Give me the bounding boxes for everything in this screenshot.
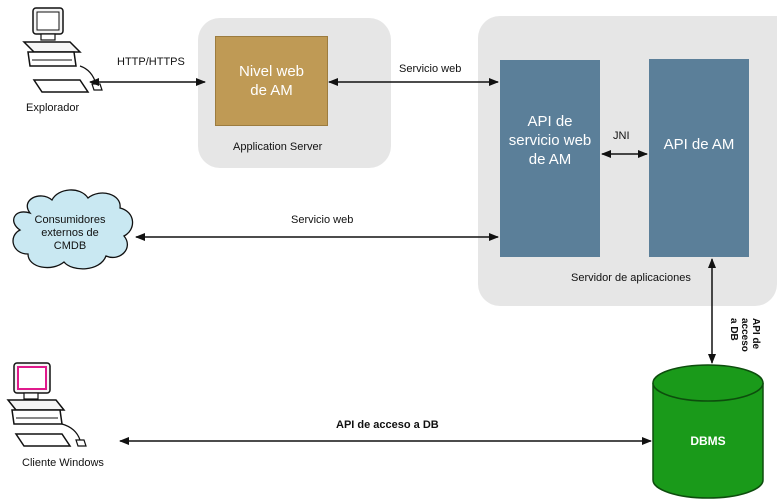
database-cylinder-icon [652, 364, 764, 499]
windows-client-caption: Cliente Windows [22, 457, 104, 469]
browser-caption: Explorador [26, 102, 80, 114]
jni-label: JNI [613, 130, 630, 142]
app-server-caption: Application Server [233, 141, 323, 153]
app-servers-caption: Servidor de aplicaciones [571, 272, 691, 284]
ws-api-label: API de servicio web de AM [508, 113, 592, 168]
cmdb-consumers-label: Consumidores externos de CMDB [34, 214, 106, 252]
am-api-label: API de AM [663, 136, 735, 153]
http-https-label: HTTP/HTTPS [117, 56, 185, 68]
web-service-top-label: Servicio web [399, 63, 462, 75]
db-access-bottom-label: API de acceso a DB [336, 419, 439, 431]
web-tier-label: Nivel web de AM [238, 63, 305, 99]
ws-api-block: API de servicio web de AM [500, 60, 600, 257]
cloud-icon [12, 189, 134, 270]
dbms-label: DBMS [690, 434, 726, 448]
am-api-block: API de AM [649, 59, 749, 257]
computer-icon [22, 7, 103, 93]
web-service-cmdb-label: Servicio web [291, 214, 354, 226]
db-access-vertical-label: API de acceso a DB [728, 318, 761, 352]
web-tier-block: Nivel web de AM [215, 36, 328, 126]
computer-icon [6, 362, 87, 447]
